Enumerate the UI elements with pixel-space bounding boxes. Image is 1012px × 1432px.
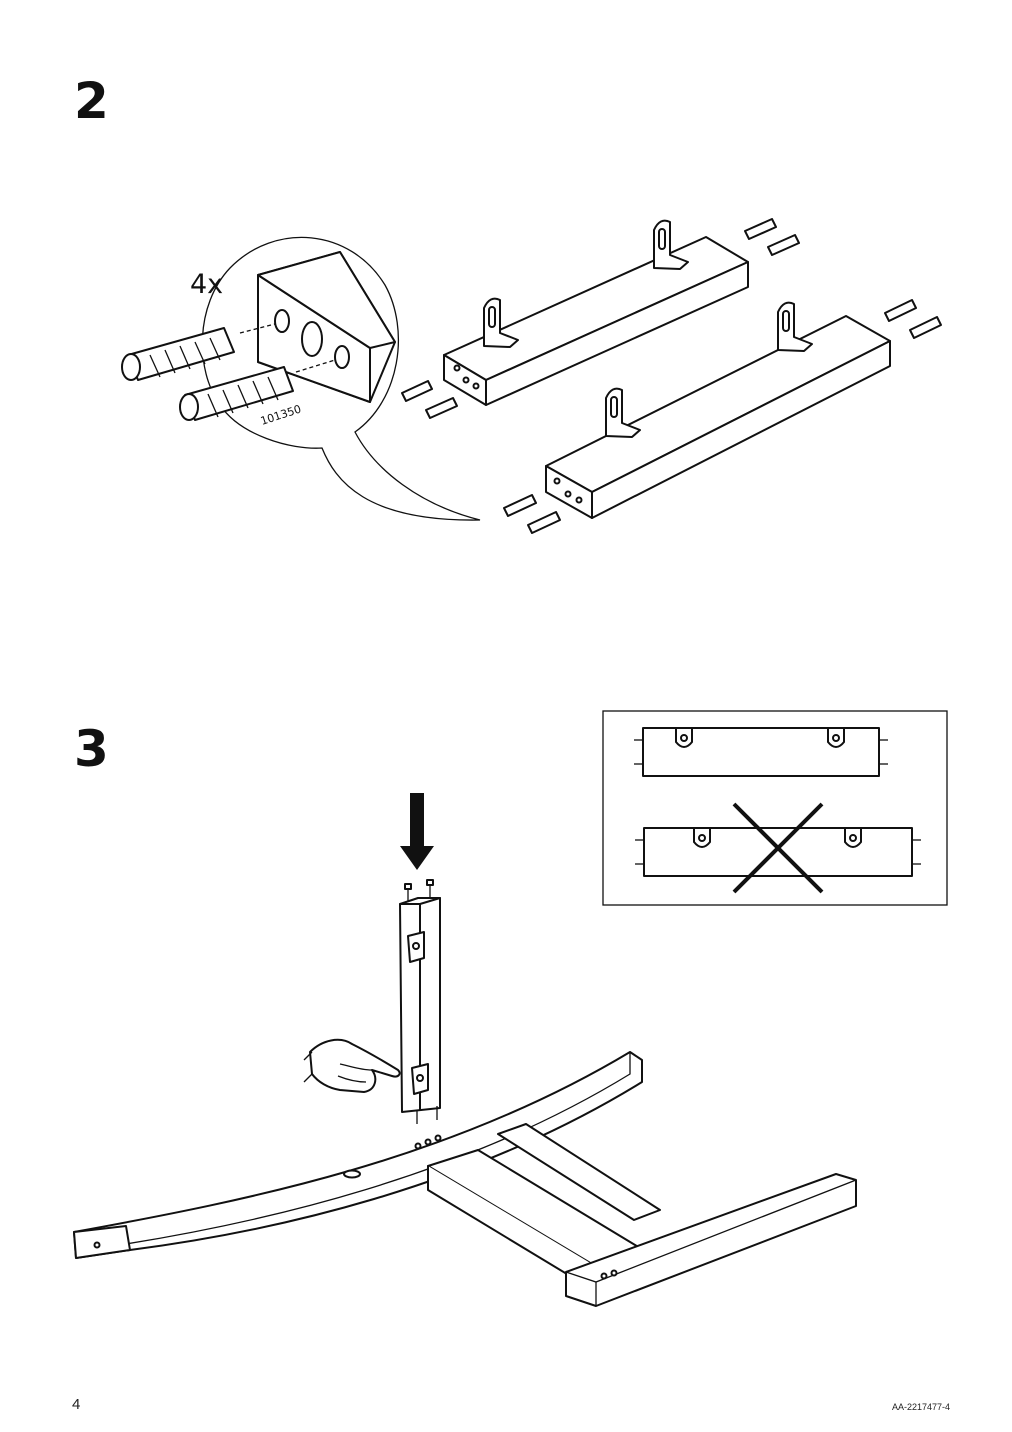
step-3-illustration	[73, 710, 948, 1307]
orientation-inset	[602, 710, 948, 906]
down-arrow-icon	[400, 793, 434, 870]
rail-2	[503, 299, 942, 534]
block-closeup	[257, 251, 396, 403]
incorrect-orientation	[635, 802, 921, 894]
correct-orientation	[634, 727, 888, 777]
chair-base	[73, 1051, 857, 1307]
quantity-label: 4x	[190, 269, 223, 300]
dowel-closeup-1	[121, 323, 276, 381]
part-number-label: 101350	[259, 403, 303, 428]
rail-1	[401, 218, 800, 419]
pointing-hand-icon	[303, 1038, 401, 1093]
step-2-illustration: 4x 101350	[121, 218, 942, 534]
dowel-callout: 4x 101350	[121, 236, 481, 521]
dowel-closeup-2	[179, 359, 336, 421]
step-2-number: 2	[74, 72, 109, 130]
page-number: 4	[72, 1396, 81, 1413]
document-id: AA-2217477-4	[891, 1402, 950, 1412]
vertical-rail	[399, 879, 441, 1124]
step-3-number: 3	[74, 720, 109, 778]
